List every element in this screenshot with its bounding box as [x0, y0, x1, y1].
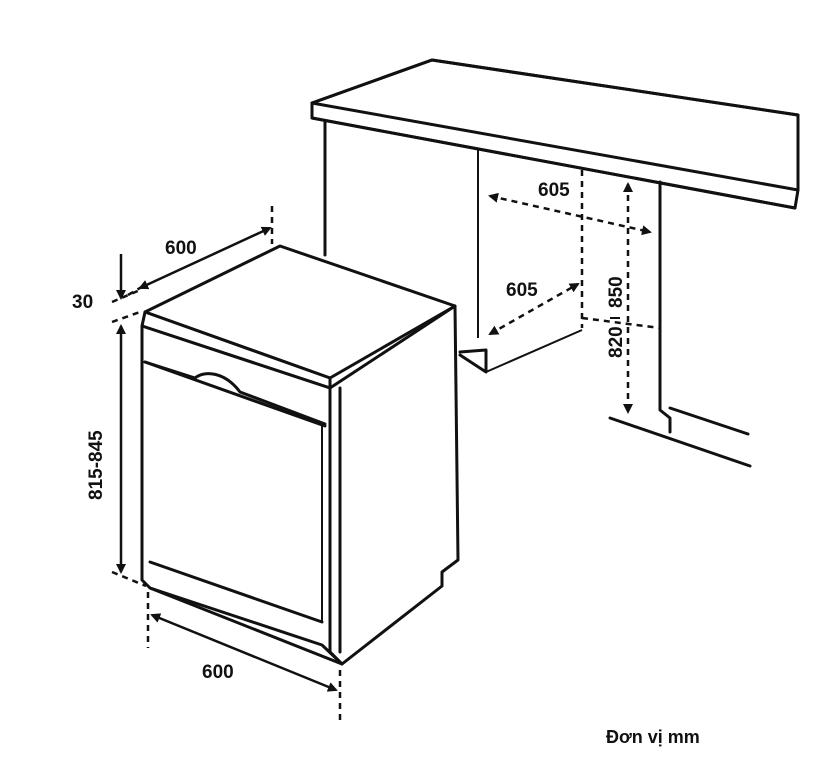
top-gap-label: 30 — [72, 292, 93, 313]
front-width-arrow — [150, 613, 338, 692]
door-handle-recess — [143, 360, 327, 426]
right-cabinet-base-line-1 — [608, 416, 752, 468]
front-width-label: 600 — [202, 662, 234, 683]
countertop-top-edge — [310, 58, 800, 117]
right-cabinet-panel — [658, 180, 672, 434]
dishwasher-dimension-arrows — [111, 206, 342, 722]
niche-depth-label: 605 — [506, 280, 538, 301]
niche-height-max-label: 850 — [606, 276, 627, 308]
niche-dimension-arrows — [488, 182, 652, 414]
unit-note: Đơn vị mm — [606, 727, 700, 747]
top-depth-arrow — [138, 226, 272, 290]
dishwasher — [140, 244, 460, 666]
top-depth-ext-left — [127, 283, 146, 297]
niche-width-arrow — [488, 192, 652, 236]
countertop-front-edge — [310, 101, 797, 210]
top-depth-label: 600 — [165, 238, 197, 259]
niche-plinth — [458, 348, 488, 374]
body-height-label: 815-845 — [86, 430, 107, 500]
niche-width-label: 605 — [538, 180, 570, 201]
right-cabinet-base-line-2 — [668, 406, 750, 436]
niche-depth-arrow — [488, 282, 580, 336]
kick-plate-line — [148, 560, 324, 624]
niche-height-ref-line — [581, 316, 661, 330]
countertop-side-edge — [310, 101, 800, 192]
niche-height-min-label: 820 — [606, 326, 627, 358]
niche-floor-edge — [485, 329, 583, 373]
top-gap-ext-top — [111, 288, 141, 304]
top-gap-ext-bottom — [111, 310, 141, 324]
